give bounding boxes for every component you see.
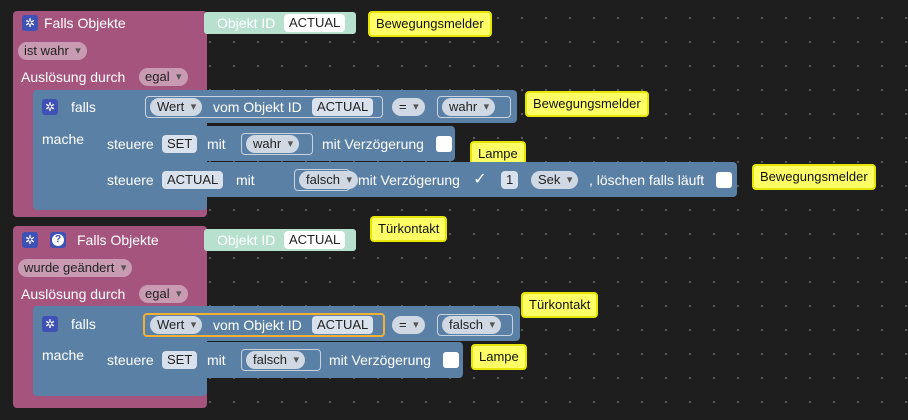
control-label: steuere bbox=[107, 172, 154, 188]
do-label: mache bbox=[42, 347, 85, 363]
gear-icon[interactable]: ✲ bbox=[42, 316, 58, 332]
delay-checkbox[interactable] bbox=[443, 352, 459, 368]
value-outline bbox=[437, 96, 511, 118]
trigger-dropdown[interactable]: egal bbox=[139, 285, 188, 303]
do-label: mache bbox=[42, 131, 85, 147]
value-dropdown[interactable]: falsch bbox=[299, 171, 358, 189]
value-dropdown[interactable]: falsch bbox=[246, 351, 305, 369]
operator-dropdown[interactable]: = bbox=[392, 316, 425, 334]
comment[interactable]: Bewegungsmelder bbox=[368, 11, 492, 37]
delay-label: mit Verzögerung bbox=[358, 172, 460, 188]
control-label: steuere bbox=[107, 136, 154, 152]
delay-unit-dropdown[interactable]: Sek bbox=[531, 171, 579, 189]
value-dropdown[interactable]: falsch bbox=[442, 316, 501, 334]
with-label: mit bbox=[207, 352, 226, 368]
delay-label: mit Verzögerung bbox=[322, 136, 424, 152]
delay-amount[interactable]: 1 bbox=[501, 171, 519, 189]
clear-checkbox[interactable] bbox=[716, 172, 732, 188]
clear-label: , löschen falls läuft bbox=[589, 172, 705, 188]
comment[interactable]: Türkontakt bbox=[521, 292, 599, 318]
event-title: Falls Objekte bbox=[77, 232, 159, 248]
value-outline bbox=[241, 133, 313, 155]
object-id-label: Objekt ID bbox=[217, 15, 276, 31]
comment[interactable]: Lampe bbox=[471, 344, 527, 370]
trigger-label: Auslösung durch bbox=[21, 69, 126, 85]
trigger-dropdown[interactable]: egal bbox=[139, 68, 188, 86]
if-label: falls bbox=[71, 99, 96, 115]
condition-dropdown[interactable]: ist wahr bbox=[18, 42, 87, 60]
control-label: steuere bbox=[107, 352, 154, 368]
value-dropdown[interactable]: wahr bbox=[442, 98, 496, 116]
value-dropdown[interactable]: wahr bbox=[246, 135, 300, 153]
object-value[interactable]: ACTUAL bbox=[312, 98, 374, 116]
object-id-value[interactable]: ACTUAL bbox=[284, 14, 346, 32]
operator-dropdown[interactable]: = bbox=[392, 98, 425, 116]
value-block-outline bbox=[145, 96, 383, 118]
field-dropdown[interactable]: Wert bbox=[150, 316, 203, 334]
delay-checkbox[interactable] bbox=[436, 136, 452, 152]
trigger-label: Auslösung durch bbox=[21, 286, 126, 302]
comment[interactable]: Bewegungsmelder bbox=[525, 91, 649, 117]
value-outline bbox=[437, 314, 513, 336]
if-label: falls bbox=[71, 316, 96, 332]
event-title: Falls Objekte bbox=[44, 15, 126, 31]
comment[interactable]: Bewegungsmelder bbox=[752, 164, 876, 190]
condition-dropdown[interactable]: wurde geändert bbox=[18, 259, 133, 277]
object-id-value[interactable]: ACTUAL bbox=[284, 231, 346, 249]
value-block-outline bbox=[143, 313, 385, 337]
gear-icon[interactable]: ✲ bbox=[22, 15, 38, 31]
comment[interactable]: Türkontakt bbox=[370, 216, 448, 242]
from-object-label: vom Objekt ID bbox=[213, 317, 302, 333]
value-outline bbox=[241, 349, 321, 371]
gear-icon[interactable]: ✲ bbox=[22, 232, 38, 248]
with-label: mit bbox=[236, 172, 255, 188]
object-id-label: Objekt ID bbox=[217, 232, 276, 248]
target-value[interactable]: ACTUAL bbox=[162, 171, 224, 189]
delay-label: mit Verzögerung bbox=[329, 352, 431, 368]
gear-icon[interactable]: ✲ bbox=[42, 99, 58, 115]
delay-checkbox[interactable]: ✓ bbox=[473, 171, 487, 188]
target-value[interactable]: SET bbox=[162, 351, 198, 369]
from-object-label: vom Objekt ID bbox=[213, 99, 302, 115]
with-label: mit bbox=[207, 136, 226, 152]
object-value[interactable]: ACTUAL bbox=[312, 316, 374, 334]
target-value[interactable]: SET bbox=[162, 135, 198, 153]
field-dropdown[interactable]: Wert bbox=[150, 98, 203, 116]
help-icon[interactable]: ? bbox=[50, 232, 66, 248]
